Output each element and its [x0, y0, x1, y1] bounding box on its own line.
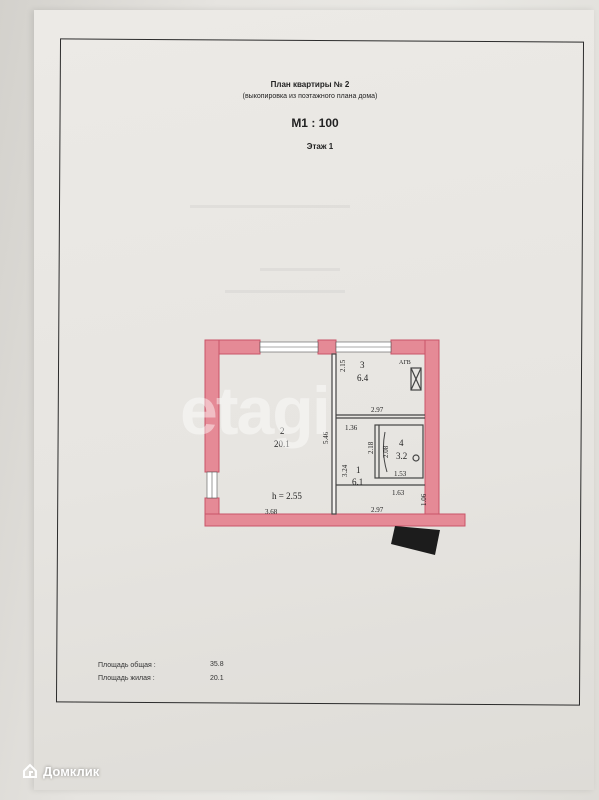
dimension-label: 2.97: [371, 506, 384, 514]
document-sheet: [34, 10, 594, 790]
scale-label: М1 : 100: [291, 116, 339, 130]
room-area: 6.4: [357, 373, 369, 383]
room-number: 4: [399, 438, 404, 448]
wall: [204, 513, 466, 527]
dimension-label: 3.24: [341, 464, 349, 477]
dimension-label: 5.46: [322, 431, 330, 444]
room-area: 6.1: [352, 477, 363, 487]
domclick-logo: Домклик: [22, 763, 99, 779]
interior-wall: [331, 353, 337, 515]
room-area: 20.1: [274, 439, 290, 449]
floor-label: Этаж 1: [306, 142, 334, 151]
bathroom: [374, 424, 424, 479]
brand-name: Домклик: [43, 763, 100, 779]
house-icon: [23, 763, 37, 778]
room-number: 3: [360, 360, 365, 370]
ceiling-height: h = 2.55: [272, 491, 302, 501]
gas-heater-label: АГВ: [399, 360, 411, 366]
watermark: etagi: [180, 373, 331, 449]
gas-heater: [410, 367, 422, 391]
document-title: План квартиры № 2: [270, 80, 350, 89]
dimension-label: 1.63: [392, 489, 405, 497]
floor-plan: 2 20.1 3 6.4 4 3.2 1 6.1 2.15 2.97 1.36 …: [204, 339, 466, 555]
dimension-label: 3.68: [265, 508, 278, 516]
dimension-label: 2.15: [339, 359, 347, 372]
room-number: 2: [280, 426, 285, 436]
dimension-label: 1.53: [394, 470, 407, 478]
bleed-through: [190, 205, 350, 208]
dimension-label: 2.08: [382, 445, 390, 458]
total-area-value: 35.8: [210, 661, 224, 668]
bleed-through: [225, 290, 345, 293]
living-area-label: Площадь жилая :: [98, 675, 155, 682]
total-area-label: Площадь общая :: [98, 662, 156, 669]
dimension-label: 1.36: [345, 424, 358, 432]
wall: [317, 339, 337, 355]
redaction-mark: [391, 526, 440, 555]
dimension-label: 2.97: [371, 406, 384, 414]
room-number: 1: [356, 465, 361, 475]
bleed-through: [260, 268, 340, 271]
dimension-label: 2.18: [367, 441, 375, 454]
dimension-label: 1.06: [420, 493, 428, 506]
room-area: 3.2: [396, 451, 407, 461]
living-area-value: 20.1: [210, 675, 224, 682]
document-subtitle: (выкопировка из поэтажного плана дома): [242, 93, 378, 100]
